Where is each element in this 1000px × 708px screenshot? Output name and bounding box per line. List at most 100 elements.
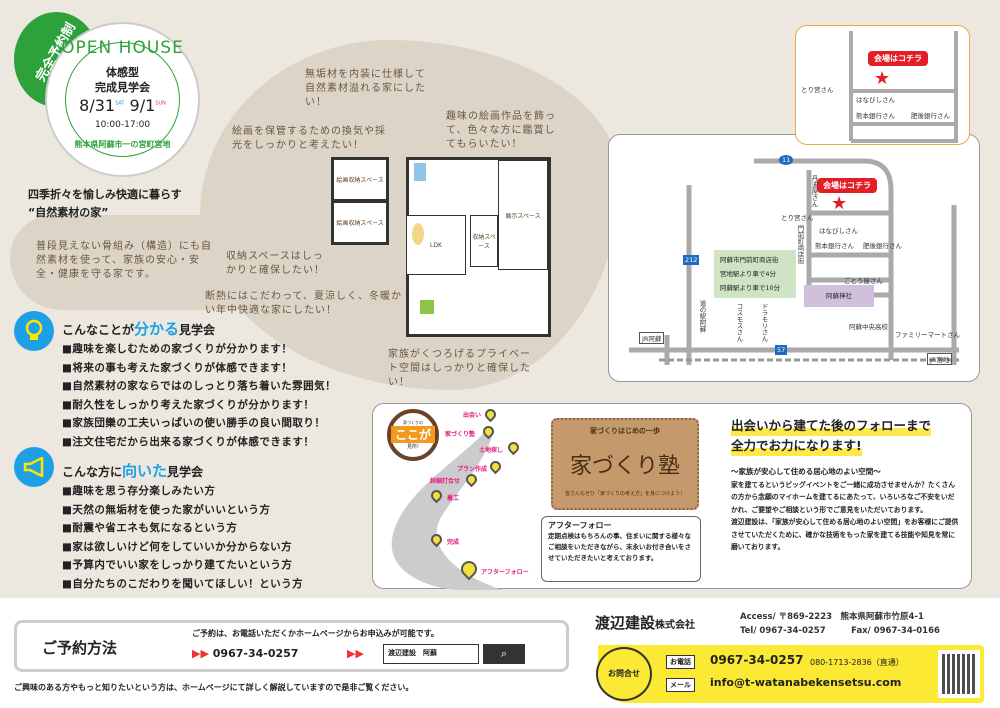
open-house-seal: OPEN HOUSE 体感型 完成見学会 8/31SAT 9/1SUN 10:0… [45,22,200,177]
reservation-desc: ご予約は、お電話いただくかホームページからお申込みが可能です。 [192,629,439,638]
learn-list: ■趣味を楽しむための家づくりが分かります！ ■将来の事も考えた家づくりが体感できま… [62,340,336,451]
arrow-icon: ▶▶ [347,647,364,660]
event-dates: 8/31SAT 9/1SUN [79,96,166,115]
list-item: ■将来の事も考えた家づくりが体感できます！ [62,361,293,374]
note-private: 家族がくつろげるプライベート空間はしっかりと確保したい！ [388,349,531,388]
bed-icon [420,300,434,314]
map-label: ドラモリさん [760,303,768,342]
room-storage: 収納スペース [470,215,498,267]
venue-label: 会場はコチラ [817,178,877,193]
list-item: ■趣味を思う存分楽しみたい方 [62,485,216,497]
route-sign: 11 [779,155,794,165]
list-item: ■予算内でいい家をしっかり建てたいという方 [62,559,293,571]
megaphone-icon [14,447,54,487]
map-label: コスモスさん [735,303,743,342]
area-map: 阿蘇市門前町商店街宮地駅より車で4分阿蘇駅より車で10分 阿蘇神社 会場はコチラ… [608,134,980,382]
search-button[interactable]: ⌕ [483,644,525,664]
list-item: ■家は欲しいけど何をしていいか分からない方 [62,540,293,553]
route-sign: 212 [683,255,700,265]
note-muku: 無垢材を内装に仕様して自然素材溢れる家にしたい！ [305,69,426,108]
support-heading: 出会いから建てた後のフォローまで全力でお力になります! [731,416,932,456]
list-item: ■天然の無垢材を使った家がいいという方 [62,503,271,516]
company-name: 渡辺建設株式会社 [595,614,696,632]
map-label: 阿蘇中央高校 [849,323,888,331]
journey-panel: 家づくりのここが見所! 出会い 家づくり塾 土地探し プラン作成 詳細打合せ 着… [372,403,972,590]
qr-code[interactable] [938,650,980,698]
background-blob [10,215,310,310]
list-item: ■自分たちのこだわりを聞いてほしい！という方 [62,577,304,590]
map-label: とり宮さん [781,214,814,222]
note-painting-storage: 絵画を保管するための換気や採光をしっかりと考えたい！ [232,126,386,151]
suited-list: ■趣味を思う存分楽しみたい方 ■天然の無垢材を使った家がいいという方 ■耐震や省エネ… [62,482,303,593]
event-location: 熊本県阿蘇市一の宮町宮地 [74,140,171,149]
event-hours: 10:00-17:00 [94,120,151,130]
step-label: 土地探し [479,447,504,454]
juku-card: 家づくりはじめの一歩家づくり塾皆さんもぜひ「家づくりの考え方」を身につけよう！ [551,418,699,510]
note-gallery: 趣味の絵画作品を飾って、色々な方に鑑賞してもらいたい！ [446,111,556,150]
bathtub-icon [414,163,426,181]
lightbulb-icon [14,311,54,351]
list-item: ■家族団欒の工夫いっぱいの使い勝手の良い間取り！ [62,417,326,429]
note-structure: 普段見えない骨組み（構造）にも自然素材を使って、家族の安心・安全・健康を守る家で… [36,241,212,280]
map-label: はなびしさん [856,96,895,104]
detail-map: 会場はコチラ ★ はなびしさん とり宮さん 熊本銀行さん 肥後銀行さん [795,25,970,145]
reservation-footnote: ご興味のある方やもっと知りたいという方は、ホームページにて詳しく解説していますの… [14,683,414,692]
room-exhibit: 展示スペース [498,160,548,270]
table-icon [412,223,424,245]
seal-ring [65,42,180,157]
map-label: 丹波屋さん [810,175,818,208]
list-item: ■注文住宅だから出来る家づくりが体感できます！ [62,435,315,448]
map-label: 道の駅阿蘇 [698,300,706,333]
venue-star-icon: ★ [831,193,848,214]
mail-label: メール [666,678,695,692]
list-item: ■耐震や省エネも気になるという方 [62,522,238,534]
list-item: ■耐久性をしっかり考えた家づくりが分かります！ [62,398,315,411]
map-roads [629,158,959,365]
detail-map-roads [849,31,958,143]
contact-box: お問合せ お電話 0967-34-0257 080-1713-2836（直通） … [596,645,984,703]
map-label: ごとう屋さん [844,277,883,285]
map-label: JR宮地 [927,353,953,365]
support-body: ～家族が安心して住める居心地のよい空間～家を建てるというビッグイベントをご一緒に… [731,467,959,551]
contact-mobile[interactable]: 080-1713-2836（直通） [810,658,904,667]
map-label: 肥後銀行さん [911,112,950,120]
journey-road [391,434,503,590]
highlight-badge: 家づくりのここが見所! [387,409,439,461]
map-label: 肥後銀行さん [863,242,902,250]
subtitle: 完成見学会 [95,81,150,94]
phone-label: お電話 [666,655,695,669]
route-sign: 57 [775,345,788,355]
access-info: 阿蘇市門前町商店街宮地駅より車で4分阿蘇駅より車で10分 [714,250,796,298]
room-storage: 絵画収納スペース [331,157,389,202]
map-label: 熊本銀行さん [815,242,854,250]
contact-email[interactable]: info@t-watanabekensetsu.com [710,676,902,689]
subtitle: 体感型 [106,66,139,79]
step-label: 出会い [463,412,482,419]
reservation-phone[interactable]: ▶▶ 0967-34-0257 [192,647,299,660]
list-item: ■自然素材の家ならではのしっとり落ち着いた雰囲気！ [62,380,337,392]
map-label: はなびしさん [819,227,858,235]
contact-label: お問合せ [596,647,652,701]
suited-heading: こんな方に向いた見学会 [62,462,204,480]
reservation-title: ご予約方法 [42,639,118,657]
search-icon: ⌕ [500,647,508,660]
room-ldk: LDK [406,215,466,275]
list-item: ■趣味を楽しむための家づくりが分かります！ [62,343,293,355]
venue-label: 会場はコチラ [868,51,928,66]
step-label: プラン作成 [457,466,488,473]
step-label: 完成 [447,539,460,546]
shrine-label: 阿蘇神社 [804,285,874,307]
map-label: ファミリーマートさん [895,331,960,339]
after-follow-box: アフターフォロー定期点検はもちろんの事、住まいに関する様々なご相談をいただきなが… [541,516,701,582]
search-input[interactable]: 渡辺建設 阿蘇 [383,644,479,664]
tagline: 四季折々を愉しみ快適に暮らす“自然素材の家” [28,188,182,219]
step-label: 着工 [447,495,460,502]
step-label: アフターフォロー [481,569,529,576]
contact-phone[interactable]: 0967-34-0257 [710,653,804,667]
note-insulation: 断熱にはこだわって、夏涼しく、冬暖かい年中快適な家にしたい！ [205,291,402,316]
map-label: とり宮さん [801,86,834,94]
learn-heading: こんなことが分かる見学会 [62,320,216,338]
step-label: 詳細打合せ [430,478,461,485]
step-label: 家づくり塾 [445,431,476,438]
map-label: 熊本銀行さん [856,112,895,120]
